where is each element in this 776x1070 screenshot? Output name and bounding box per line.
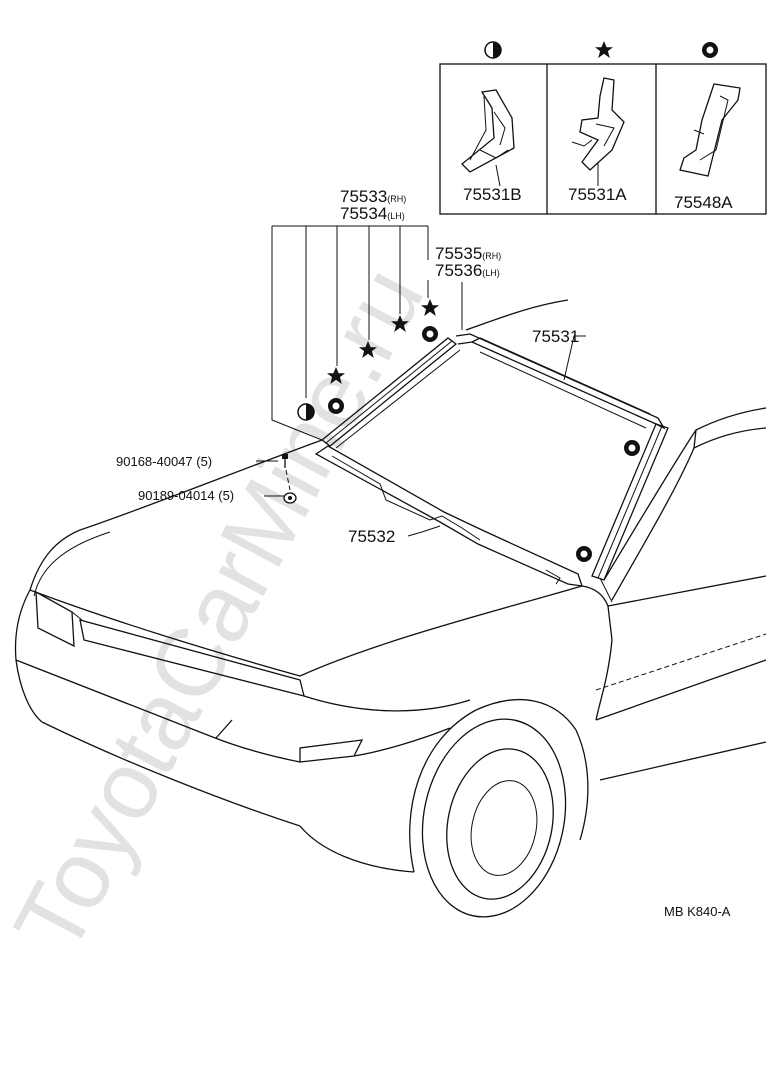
label-75536: 75536(LH) xyxy=(435,261,500,280)
label-75531a: 75531A xyxy=(568,185,627,204)
car-body xyxy=(14,299,767,918)
legend-box: 75531B 75531A 75548A xyxy=(439,41,767,215)
label-75532: 75532 xyxy=(348,527,395,546)
label-75531b: 75531B xyxy=(463,185,522,204)
star-icon xyxy=(359,341,377,358)
lower-moulding-75532 xyxy=(314,445,583,587)
label-screw: 90168-40047 (5) xyxy=(116,454,212,469)
star-icon xyxy=(391,315,409,332)
star-icon xyxy=(421,299,439,316)
screw-icon xyxy=(282,454,288,468)
ring-icon xyxy=(422,326,438,342)
ring-icon xyxy=(702,42,718,58)
half-circle-icon xyxy=(297,403,315,421)
windshield-moulding xyxy=(320,333,669,581)
label-75531: 75531 xyxy=(532,327,579,346)
label-75534: 75534(LH) xyxy=(340,204,405,223)
star-icon xyxy=(327,367,345,384)
label-75535: 75535(RH) xyxy=(435,244,501,263)
label-75548a: 75548A xyxy=(674,193,733,212)
star-icon xyxy=(595,41,613,58)
ring-icon xyxy=(576,546,592,562)
ring-icon xyxy=(328,398,344,414)
ring-icon xyxy=(624,440,640,456)
clip-icon xyxy=(283,492,297,504)
label-75533: 75533(RH) xyxy=(340,187,406,206)
watermark: ToyotaCarMine.ru xyxy=(0,251,444,970)
clip-75548a-sketch xyxy=(679,83,741,177)
leader-bracket xyxy=(271,225,463,441)
diagram-code: MB K840-A xyxy=(664,904,731,919)
half-circle-icon xyxy=(484,41,502,59)
label-clip: 90189-04014 (5) xyxy=(138,488,234,503)
clip-75531a-sketch xyxy=(571,77,625,171)
clip-75531b-sketch xyxy=(461,89,515,173)
